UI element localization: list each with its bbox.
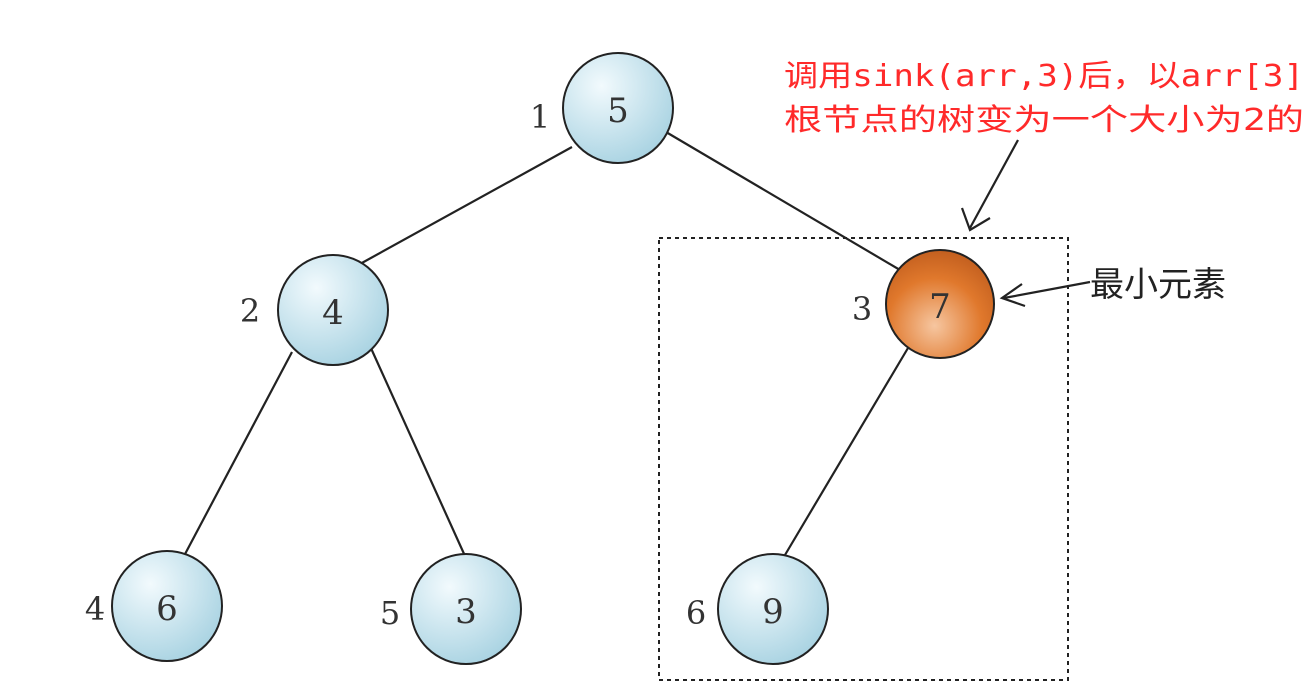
node-circle	[410, 553, 522, 665]
annotation-line-1: 调用sink(arr,3)后，以arr[3]	[784, 59, 1304, 94]
node-value: 3	[455, 592, 477, 632]
node-circle	[277, 254, 389, 366]
node-index: 2	[240, 292, 260, 330]
min-element-label: 最小元素	[1090, 265, 1226, 305]
min-element-arrow	[1003, 280, 1091, 300]
node-value: 5	[607, 91, 629, 131]
edge-2-4	[183, 351, 293, 557]
tree-node-1: 5 1	[530, 52, 674, 164]
node-index: 3	[852, 290, 872, 328]
node-index: 1	[530, 98, 550, 136]
tree-node-5: 3 5	[380, 553, 522, 665]
node-value: 6	[156, 589, 178, 629]
node-value: 4	[322, 293, 344, 333]
tree-node-4: 6 4	[85, 550, 223, 662]
min-element-arrowhead	[999, 283, 1026, 308]
node-value: 9	[762, 592, 784, 632]
node-circle	[717, 553, 829, 665]
node-value: 7	[929, 287, 951, 327]
node-circle-highlight	[885, 249, 995, 359]
annotation-line-2: 根节点的树变为一个大小为2的	[784, 103, 1304, 138]
annotation-arrowhead	[960, 207, 991, 232]
node-index: 6	[686, 594, 706, 632]
tree-node-6: 9 6	[686, 553, 829, 665]
annotation-arrow	[969, 139, 1019, 229]
tree-node-2: 4 2	[240, 254, 389, 366]
node-index: 5	[380, 594, 400, 632]
node-index: 4	[85, 590, 105, 628]
edge-1-2	[359, 146, 573, 265]
edge-3-6	[781, 347, 909, 561]
tree-node-3: 7 3	[852, 249, 995, 359]
edge-1-3	[665, 131, 901, 271]
edge-2-5	[368, 345, 467, 557]
node-circle	[562, 52, 674, 164]
tree-edges	[183, 131, 909, 561]
node-circle	[111, 550, 223, 662]
subtree-box	[658, 237, 1069, 681]
